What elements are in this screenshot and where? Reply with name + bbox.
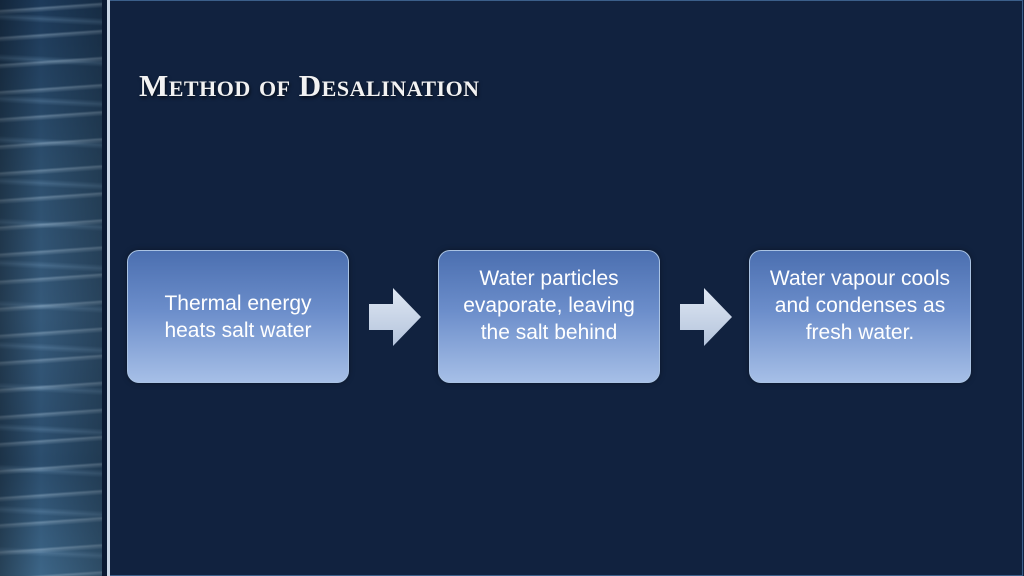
process-step-condense: Water vapour cools and condenses as fres… (749, 250, 971, 383)
process-step-text: Water particles evaporate, leaving the s… (463, 267, 635, 344)
process-step-evaporate: Water particles evaporate, leaving the s… (438, 250, 660, 383)
process-step-text: Water vapour cools and condenses as fres… (769, 267, 951, 344)
right-arrow-icon (680, 288, 732, 346)
process-step-text: Thermal energy heats salt water (164, 291, 312, 342)
right-arrow-icon (369, 288, 421, 346)
slide-title: Method of Desalination (139, 68, 480, 103)
side-divider-dark (102, 0, 107, 576)
water-ripple-strip (0, 0, 102, 576)
side-divider-light (107, 0, 110, 576)
process-step-heat: Thermal energy heats salt water (127, 250, 349, 383)
